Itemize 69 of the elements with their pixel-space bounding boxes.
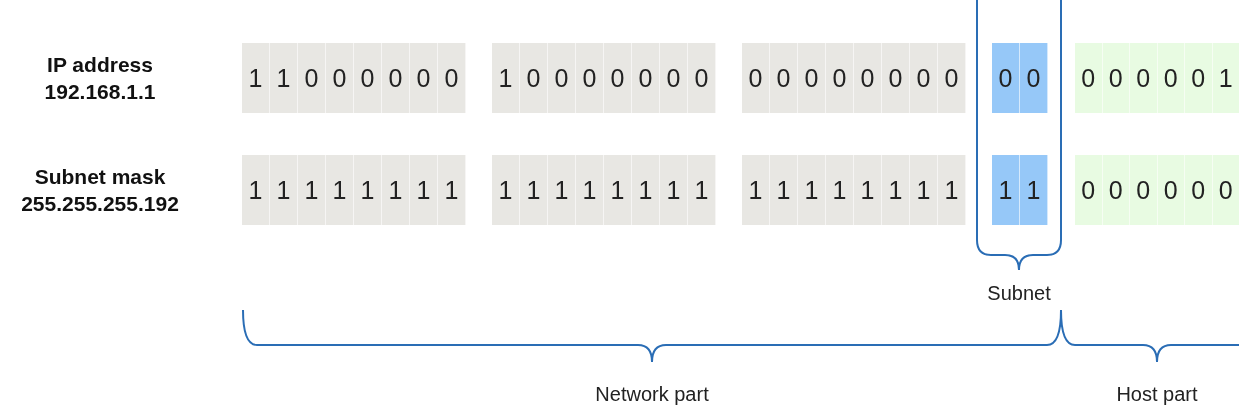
bit-cell: 1 [742, 155, 770, 225]
bit-cell: 1 [270, 43, 298, 113]
bit-cell: 0 [660, 43, 688, 113]
bit-cell: 0 [938, 43, 966, 113]
bit-cell: 1 [410, 155, 438, 225]
bit-cell: 1 [576, 155, 604, 225]
bit-cell: 1 [438, 155, 466, 225]
bracket-label: Subnet [987, 282, 1051, 305]
bit-cell: 1 [770, 155, 798, 225]
bit-cell: 0 [1020, 43, 1048, 113]
bit-cell: 1 [798, 155, 826, 225]
bit-cell: 0 [882, 43, 910, 113]
bit-cell: 0 [1075, 155, 1103, 225]
bit-cell: 1 [520, 155, 548, 225]
bit-cell: 0 [1075, 43, 1103, 113]
bit-cell: 0 [548, 43, 576, 113]
bit-cell: 1 [854, 155, 882, 225]
bit-cell: 0 [742, 43, 770, 113]
bit-cell: 1 [826, 155, 854, 225]
bit-cell: 0 [826, 43, 854, 113]
bit-cell: 0 [298, 43, 326, 113]
bit-cell: 1 [1212, 43, 1239, 113]
bit-cell: 1 [492, 155, 520, 225]
bit-cell: 0 [1130, 43, 1158, 113]
bit-cell: 0 [1157, 43, 1185, 113]
bit-cell: 1 [632, 155, 660, 225]
bit-cell: 1 [882, 155, 910, 225]
bit-cell: 1 [548, 155, 576, 225]
row-heading: IP address 192.168.1.1 [43, 52, 157, 105]
bracket-label: Network part [595, 383, 709, 406]
bit-cell: 0 [604, 43, 632, 113]
bit-cell: 0 [1157, 155, 1185, 225]
bit-cell: 0 [992, 43, 1020, 113]
bit-cell: 0 [854, 43, 882, 113]
bit-cell: 0 [632, 43, 660, 113]
bit-cell: 1 [660, 155, 688, 225]
bit-cell: 1 [242, 155, 270, 225]
bit-cell: 0 [1102, 43, 1130, 113]
bit-cell: 1 [270, 155, 298, 225]
bit-cell: 1 [688, 155, 716, 225]
bit-cell: 0 [1185, 155, 1213, 225]
bit-cell: 0 [354, 43, 382, 113]
bit-cell: 1 [382, 155, 410, 225]
bit-cell: 0 [438, 43, 466, 113]
bit-cell: 1 [1020, 155, 1048, 225]
bit-cell: 0 [910, 43, 938, 113]
bit-cell: 1 [992, 155, 1020, 225]
bit-cell: 0 [1130, 155, 1158, 225]
bit-cell: 0 [576, 43, 604, 113]
bit-cell: 0 [326, 43, 354, 113]
bit-cell: 0 [1212, 155, 1239, 225]
bit-cell: 0 [1185, 43, 1213, 113]
bit-cell: 1 [326, 155, 354, 225]
bracket-label: Host part [1116, 383, 1198, 406]
bit-cell: 0 [770, 43, 798, 113]
bit-cell: 1 [242, 43, 270, 113]
bit-cell: 1 [938, 155, 966, 225]
row-heading: Subnet mask 255.255.255.192 [20, 164, 180, 217]
bit-cell: 1 [298, 155, 326, 225]
bit-cell: 1 [910, 155, 938, 225]
bit-cell: 0 [382, 43, 410, 113]
bit-cell: 0 [688, 43, 716, 113]
bit-cell: 1 [492, 43, 520, 113]
bit-cell: 0 [520, 43, 548, 113]
bit-cell: 0 [410, 43, 438, 113]
bit-cell: 0 [798, 43, 826, 113]
bit-cell: 1 [354, 155, 382, 225]
bit-cell: 1 [604, 155, 632, 225]
bit-cell: 0 [1102, 155, 1130, 225]
